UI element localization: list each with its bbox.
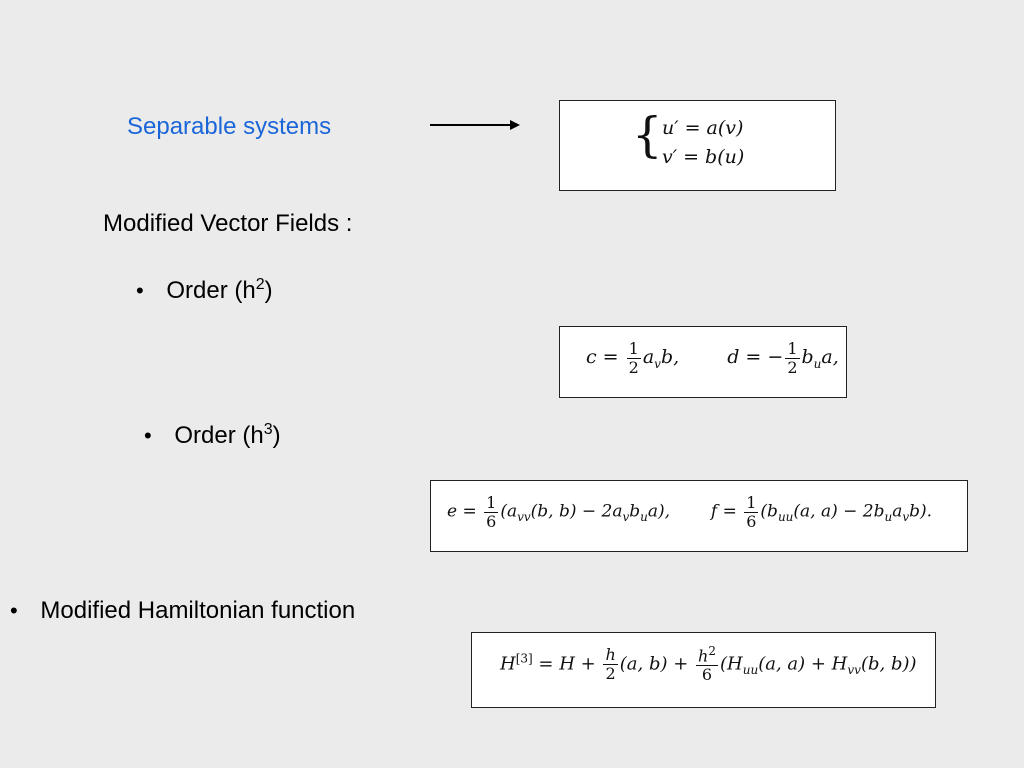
modified-vector-fields-heading: Modified Vector Fields :	[103, 210, 353, 237]
order-h2-exponent: 2	[255, 276, 265, 293]
bullet-icon: •	[144, 423, 152, 448]
equation-u-prime: u′ = a(v)	[662, 117, 744, 139]
bullet-hamiltonian: • Modified Hamiltonian function	[10, 597, 355, 625]
arrow-right-icon	[430, 120, 520, 130]
bullet-order-h3: • Order (h3)	[144, 421, 281, 450]
bullet-order-h2: • Order (h2)	[136, 276, 273, 305]
separable-system-equation-box: { u′ = a(v) v′ = b(u)	[559, 100, 836, 191]
order-h3-close: )	[272, 422, 281, 449]
hamiltonian-label: Modified Hamiltonian function	[40, 597, 356, 624]
bullet-icon: •	[10, 598, 18, 623]
left-brace-icon: {	[632, 107, 663, 163]
order-h2-label: Order (h	[166, 277, 256, 304]
order-h3-label: Order (h	[174, 422, 264, 449]
equation-v-prime: v′ = b(u)	[662, 146, 745, 168]
separable-systems-title: Separable systems	[127, 113, 332, 140]
order-h3-exponent: 3	[263, 421, 273, 438]
bullet-icon: •	[136, 278, 144, 303]
order-h2-close: )	[264, 277, 273, 304]
